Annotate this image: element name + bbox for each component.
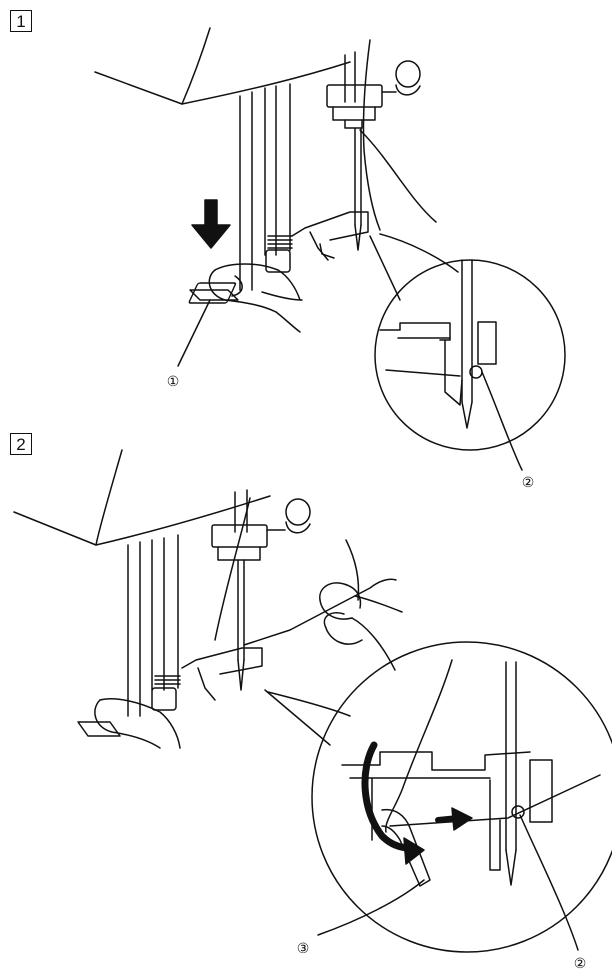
svg-text:③: ③ <box>297 940 310 956</box>
step-1-machine <box>94 27 566 471</box>
svg-text:①: ① <box>167 373 180 389</box>
callout-3: ③ <box>297 940 310 956</box>
callout-2-top: ② <box>522 474 535 490</box>
callout-2-bottom: ② <box>574 955 587 971</box>
callout-1: ① <box>167 373 180 389</box>
svg-text:②: ② <box>574 955 587 971</box>
svg-text:②: ② <box>522 474 535 490</box>
step-2-machine <box>13 449 612 953</box>
step-1-number-box: 1 <box>10 10 32 32</box>
step-2-number-box: 2 <box>10 433 32 455</box>
